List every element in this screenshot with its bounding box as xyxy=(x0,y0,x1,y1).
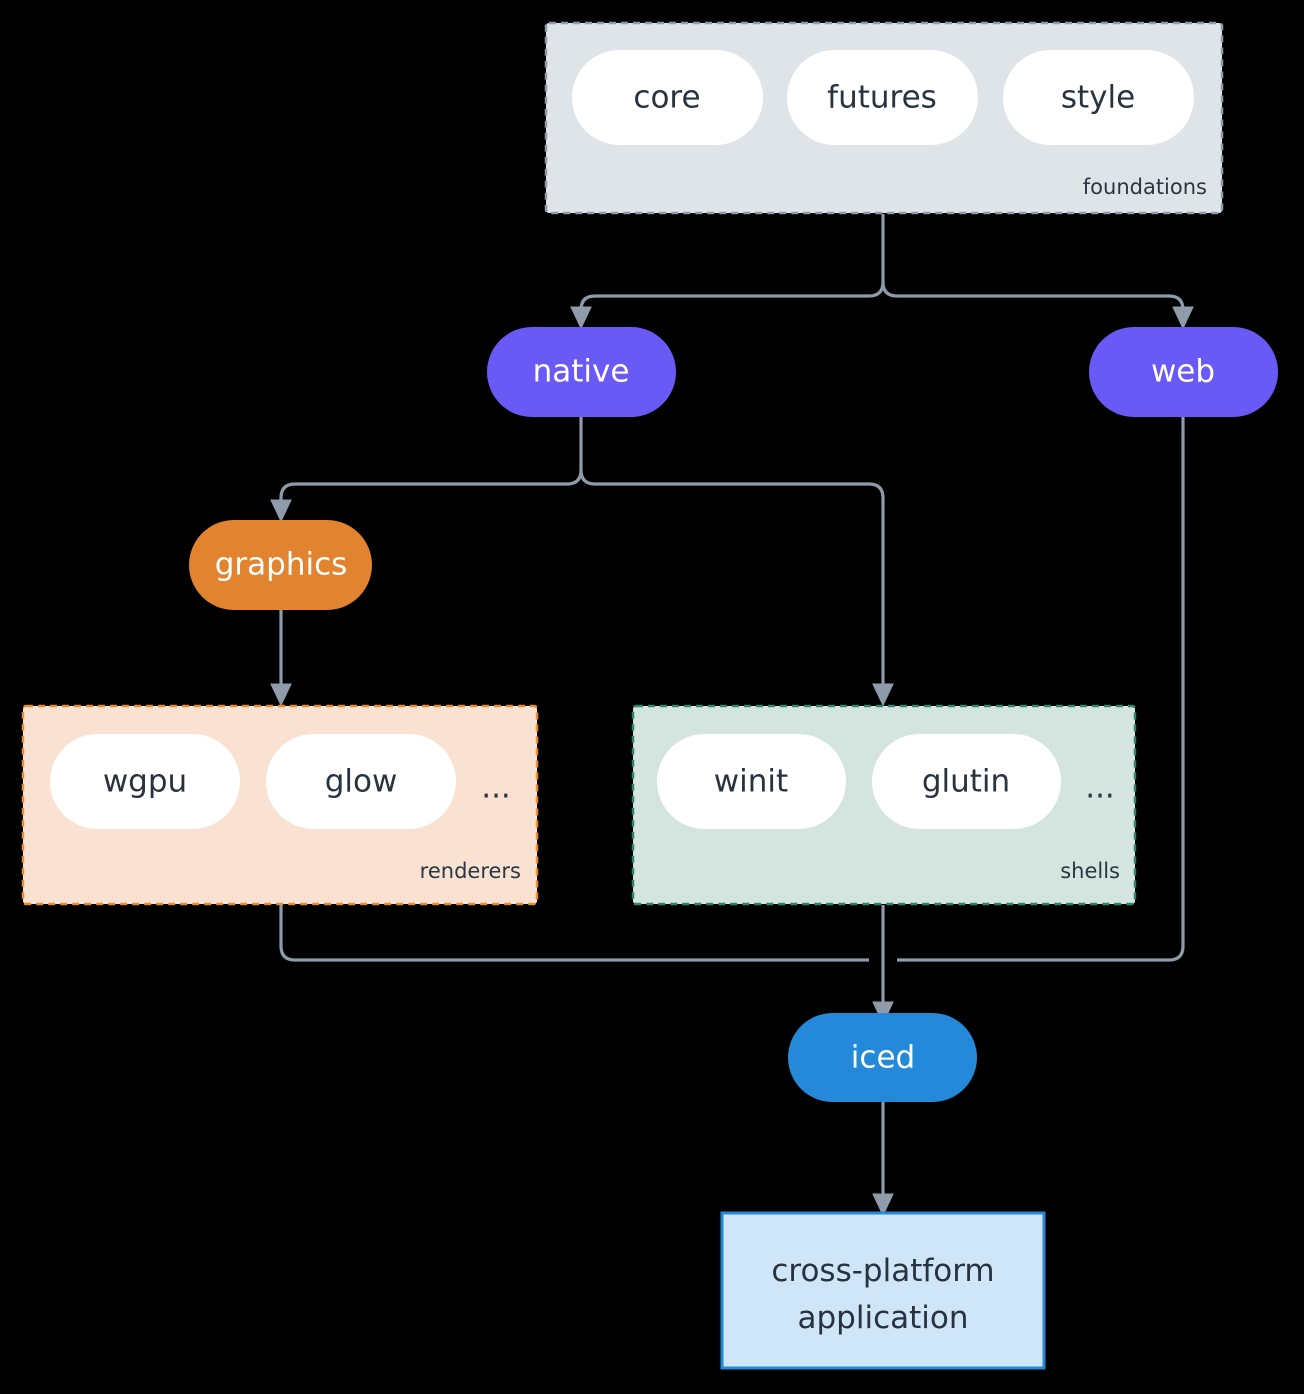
node-cross-platform-application[interactable]: cross-platform application xyxy=(720,1211,1046,1370)
cluster-foundations[interactable]: core futures style foundations xyxy=(544,21,1224,215)
pill-style-shape xyxy=(1003,50,1194,145)
pill-core-shape xyxy=(572,50,763,145)
node-web-label: web xyxy=(1151,354,1215,390)
cluster-shells[interactable]: winit glutin ... shells xyxy=(631,704,1137,906)
pill-winit-label: winit xyxy=(714,764,788,800)
pill-glutin-shape xyxy=(872,734,1061,829)
edge-foundations-trunk xyxy=(570,214,885,330)
pill-glow-label: glow xyxy=(325,764,398,800)
edge-layer xyxy=(270,214,1194,1217)
node-native-shape xyxy=(487,327,676,417)
renderers-ellipsis: ... xyxy=(481,770,511,806)
pill-glutin[interactable]: glutin xyxy=(872,734,1061,829)
node-iced-label: iced xyxy=(851,1040,915,1076)
pill-glow[interactable]: glow xyxy=(266,734,456,829)
shells-cluster-tag: shells xyxy=(1060,859,1120,883)
node-iced-shape xyxy=(788,1013,977,1102)
pill-wgpu-shape xyxy=(50,734,240,829)
pill-style[interactable]: style xyxy=(1003,50,1194,145)
pill-winit-shape xyxy=(657,734,846,829)
pill-core[interactable]: core xyxy=(572,50,763,145)
edge-native-to-graphics xyxy=(270,417,583,523)
pill-futures-shape xyxy=(787,50,978,145)
node-graphics-label: graphics xyxy=(215,547,348,583)
node-web-shape xyxy=(1089,327,1278,417)
node-graphics[interactable]: graphics xyxy=(189,520,372,610)
foundations-cluster-tag: foundations xyxy=(1083,175,1207,199)
node-iced[interactable]: iced xyxy=(788,1013,977,1102)
pill-glow-shape xyxy=(266,734,456,829)
pill-glutin-label: glutin xyxy=(922,764,1010,800)
edge-native-to-shells xyxy=(579,469,894,707)
node-web[interactable]: web xyxy=(1089,327,1278,417)
application-box-line1: cross-platform xyxy=(771,1253,994,1289)
application-box-shape xyxy=(720,1211,1046,1370)
shells-ellipsis: ... xyxy=(1085,770,1115,806)
pill-futures[interactable]: futures xyxy=(787,50,978,145)
edge-renderers-to-iced xyxy=(279,905,869,962)
pill-core-label: core xyxy=(633,80,700,116)
node-native-label: native xyxy=(533,354,630,390)
node-graphics-shape xyxy=(189,520,372,610)
pill-winit[interactable]: winit xyxy=(657,734,846,829)
pill-wgpu-label: wgpu xyxy=(103,764,187,800)
node-native[interactable]: native xyxy=(487,327,676,417)
edge-foundations-to-web xyxy=(881,281,1194,330)
edge-web-to-iced xyxy=(897,417,1185,962)
application-box-line2: application xyxy=(798,1300,969,1336)
cluster-renderers[interactable]: wgpu glow ... renderers xyxy=(21,704,539,906)
pill-futures-label: futures xyxy=(827,80,937,116)
pill-wgpu[interactable]: wgpu xyxy=(50,734,240,829)
renderers-cluster-tag: renderers xyxy=(420,859,521,883)
pill-style-label: style xyxy=(1061,80,1135,116)
